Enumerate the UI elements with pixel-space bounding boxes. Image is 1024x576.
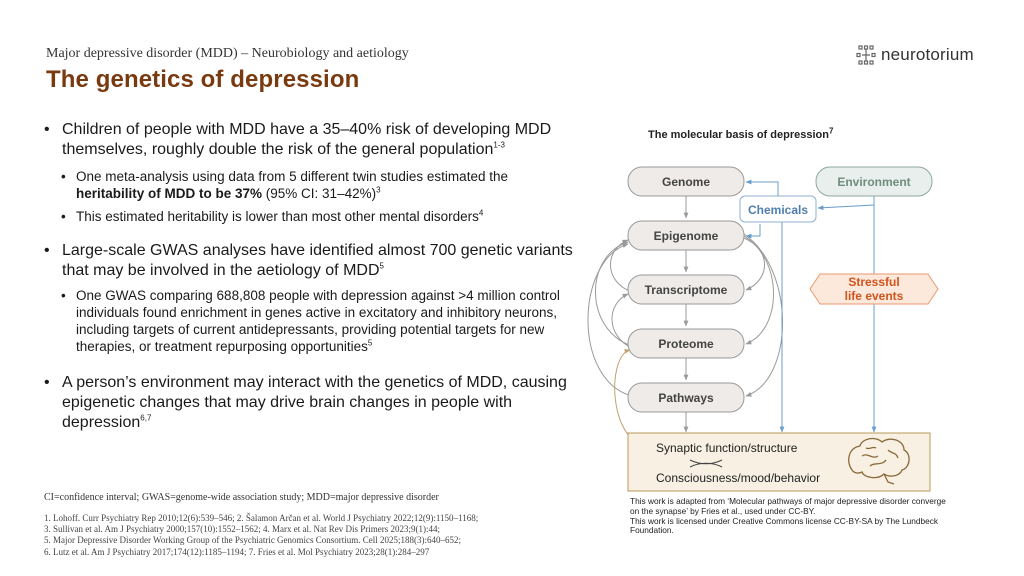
svg-text:Stressful: Stressful (848, 275, 899, 289)
svg-text:life events: life events (845, 289, 904, 303)
node-transcriptome: Transcriptome (627, 274, 745, 305)
arc-transcriptome-epigenome (610, 239, 633, 293)
abbreviations: CI=confidence interval; GWAS=genome-wide… (44, 492, 439, 503)
bullet-1: Children of people with MDD have a 35–40… (44, 120, 574, 160)
sub-bullet-2-1: One GWAS comparing 688,808 people with d… (44, 287, 574, 355)
arc-pathways-epigenome (587, 243, 633, 397)
brain-icon (848, 437, 910, 485)
sub-bullet-1-2: This estimated heritability is lower tha… (44, 208, 574, 225)
outcome-synaptic: Synaptic function/structure (656, 441, 798, 455)
svg-text:Chemicals: Chemicals (748, 203, 808, 217)
arrow-environment-chemicals (817, 196, 875, 211)
page-title: The genetics of depression (46, 66, 360, 93)
feedback-arcs-left (587, 239, 633, 397)
node-stressful-life-events: Stressful life events (809, 273, 939, 305)
svg-text:Epigenome: Epigenome (654, 229, 719, 243)
bullet-content: Children of people with MDD have a 35–40… (44, 120, 574, 433)
arc-epigenome-transcriptome (743, 237, 765, 291)
node-pathways: Pathways (627, 382, 745, 413)
diagram-title: The molecular basis of depression7 (648, 126, 834, 141)
reference-line: 6. Lutz et al. Am J Psychiatry 2017;174(… (44, 546, 430, 557)
arc-epigenome-proteome (743, 235, 774, 345)
node-proteome: Proteome (627, 328, 745, 359)
bidirectional-link-icon (689, 459, 723, 468)
node-genome: Genome (627, 166, 745, 197)
section-subtitle: Major depressive disorder (MDD) – Neurob… (46, 46, 409, 61)
feedback-arcs-right (743, 233, 783, 397)
sub-bullet-1-1: One meta-analysis using data from 5 diff… (44, 168, 574, 202)
node-epigenome: Epigenome (627, 220, 745, 251)
arc-proteome-transcriptome (611, 293, 633, 349)
bullet-3: A person’s environment may interact with… (44, 373, 574, 433)
node-environment: Environment (815, 166, 933, 197)
reference-line: 1. Lohoff. Curr Psychiatry Rep 2010;12(6… (44, 513, 479, 523)
image-credit: This work is adapted from ‘Molecular pat… (630, 496, 946, 536)
svg-text:Proteome: Proteome (658, 337, 714, 351)
reference-line: 5. Major Depressive Disorder Working Gro… (44, 535, 462, 546)
references: 1. Lohoff. Curr Psychiatry Rep 2010;12(6… (44, 513, 478, 558)
svg-text:Pathways: Pathways (658, 391, 714, 405)
neurotorium-logo-icon (856, 45, 876, 65)
brand-logo[interactable]: neurotorium (856, 44, 974, 66)
brand-name: neurotorium (881, 45, 974, 64)
arc-proteome-epigenome (595, 241, 633, 347)
node-chemicals: Chemicals (739, 195, 817, 223)
arrow-chemicals-genome (745, 179, 779, 196)
environment-arrows (745, 179, 877, 433)
reference-line: 3. Sullivan et al. Am J Psychiatry 2000;… (44, 524, 440, 535)
bullet-2: Large-scale GWAS analyses have identifie… (44, 241, 574, 281)
node-outcome: Synaptic function/structure Consciousnes… (627, 432, 931, 492)
svg-text:Transcriptome: Transcriptome (645, 283, 728, 297)
outcome-consciousness: Consciousness/mood/behavior (656, 471, 820, 485)
arrow-chemicals-epigenome (745, 224, 761, 239)
svg-text:Environment: Environment (837, 175, 910, 189)
svg-text:Genome: Genome (662, 175, 710, 189)
